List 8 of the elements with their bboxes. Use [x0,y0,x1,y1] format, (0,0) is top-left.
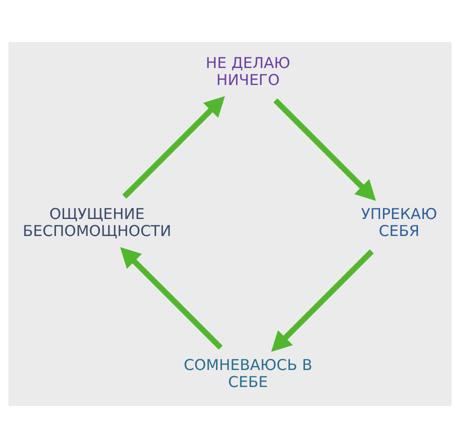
node-text: УПРЕКАЮ СЕБЯ [361,205,438,240]
node-text: ОЩУЩЕНИЕ БЕСПОМОЩНОСТИ [22,205,172,240]
arrow [122,96,225,199]
node-text: НЕ ДЕЛАЮ НИЧЕГО [206,54,290,89]
node-text: СОМНЕВАЮСЬ В СЕБЕ [184,356,312,392]
arrow [273,98,376,201]
arrow [271,249,374,352]
arrow [120,247,223,350]
